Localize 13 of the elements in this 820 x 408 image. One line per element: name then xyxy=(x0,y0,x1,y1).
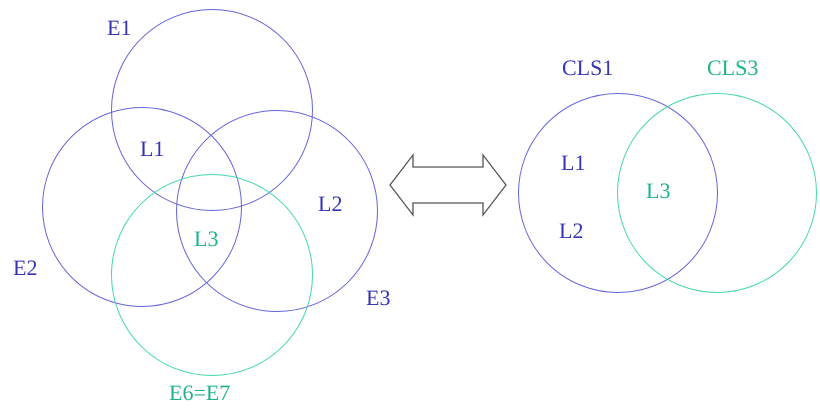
set-name: CLS1 xyxy=(562,57,614,79)
set-name: E1 xyxy=(107,17,132,39)
element-label: L2 xyxy=(559,220,584,242)
element-label: L3 xyxy=(646,180,670,202)
element-label: L1 xyxy=(561,152,586,174)
set-name: E6=E7 xyxy=(169,382,230,404)
element-label: L3 xyxy=(194,228,218,250)
set-name: E3 xyxy=(366,287,390,309)
element-label: L1 xyxy=(140,138,164,160)
set-name: E2 xyxy=(13,257,38,279)
double-headed-arrow xyxy=(389,153,507,217)
set-name: CLS3 xyxy=(707,57,758,79)
element-label: L2 xyxy=(318,193,342,215)
